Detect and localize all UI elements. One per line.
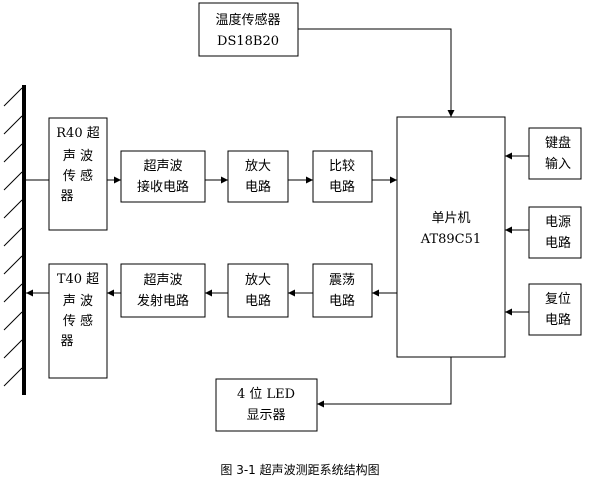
r40-label-line2: 声 波	[63, 149, 93, 164]
r40-sensor-block: R40 超 声 波 传 感 器	[48, 117, 108, 231]
amp-top-label-line1: 放大	[245, 159, 271, 174]
keyboard-label-line1: 键盘	[545, 135, 571, 151]
power-circuit-block: 电源 电路	[528, 206, 582, 259]
mcu-label-line2: AT89C51	[420, 232, 481, 247]
reset-circuit-block: 复位 电路	[528, 283, 582, 336]
mcu-to-led-arrow	[317, 357, 452, 408]
amplifier-bottom-block: 放大 电路	[227, 263, 289, 318]
transmit-label-line2: 发射电路	[137, 293, 189, 309]
connectors	[26, 28, 529, 408]
figure-caption: 图 3-1 超声波测距系统结构图	[220, 462, 379, 477]
ultrasonic-transmit-circuit-block: 超声波 发射电路	[120, 263, 206, 318]
oscillator-block: 震荡 电路	[312, 263, 373, 318]
reset-label-line1: 复位	[545, 292, 571, 307]
receive-label-line2: 接收电路	[137, 179, 189, 195]
led-label-line1: 4 位 LED	[237, 387, 295, 402]
mcu-block: 单片机 AT89C51	[396, 116, 506, 358]
t40-label-line1: T40 超	[57, 272, 99, 287]
mcu-label-line1: 单片机	[431, 211, 470, 226]
r40-label-line1: R40 超	[56, 126, 99, 141]
amp-bottom-label-line1: 放大	[245, 273, 271, 288]
t40-sensor-block: T40 超 声 波 传 感 器	[48, 263, 108, 379]
amp-top-label-line2: 电路	[245, 179, 271, 195]
keyboard-input-block: 键盘 输入	[528, 127, 582, 180]
led-display-block: 4 位 LED 显示器	[215, 378, 318, 432]
temperature-sensor-block: 温度传感器 DS18B20	[198, 2, 299, 57]
temperature-sensor-model: DS18B20	[217, 34, 279, 49]
r40-label-line4: 器	[60, 189, 73, 204]
amp-bottom-label-line2: 电路	[245, 293, 271, 309]
ultrasonic-receive-circuit-block: 超声波 接收电路	[120, 150, 206, 203]
compare-label-line1: 比较	[329, 159, 355, 174]
t40-label-line4: 器	[60, 334, 73, 349]
oscillator-label-line1: 震荡	[329, 273, 355, 288]
t40-label-line3: 传 感	[63, 313, 93, 329]
reflecting-wall	[3, 85, 26, 395]
comparator-block: 比较 电路	[312, 150, 373, 203]
transmit-label-line1: 超声波	[143, 273, 182, 288]
led-label-line2: 显示器	[246, 408, 285, 423]
temperature-sensor-label: 温度传感器	[215, 12, 280, 28]
keyboard-label-line2: 输入	[545, 156, 571, 172]
amplifier-top-block: 放大 电路	[227, 150, 289, 203]
receive-label-line1: 超声波	[143, 159, 182, 174]
t40-label-line2: 声 波	[63, 294, 93, 309]
compare-label-line2: 电路	[329, 179, 355, 195]
r40-label-line3: 传 感	[63, 168, 93, 184]
power-label-line2: 电路	[545, 235, 571, 251]
reset-label-line2: 电路	[545, 312, 571, 328]
temp-to-mcu-arrow	[298, 28, 455, 117]
power-label-line1: 电源	[545, 215, 571, 230]
oscillator-label-line2: 电路	[329, 293, 355, 309]
